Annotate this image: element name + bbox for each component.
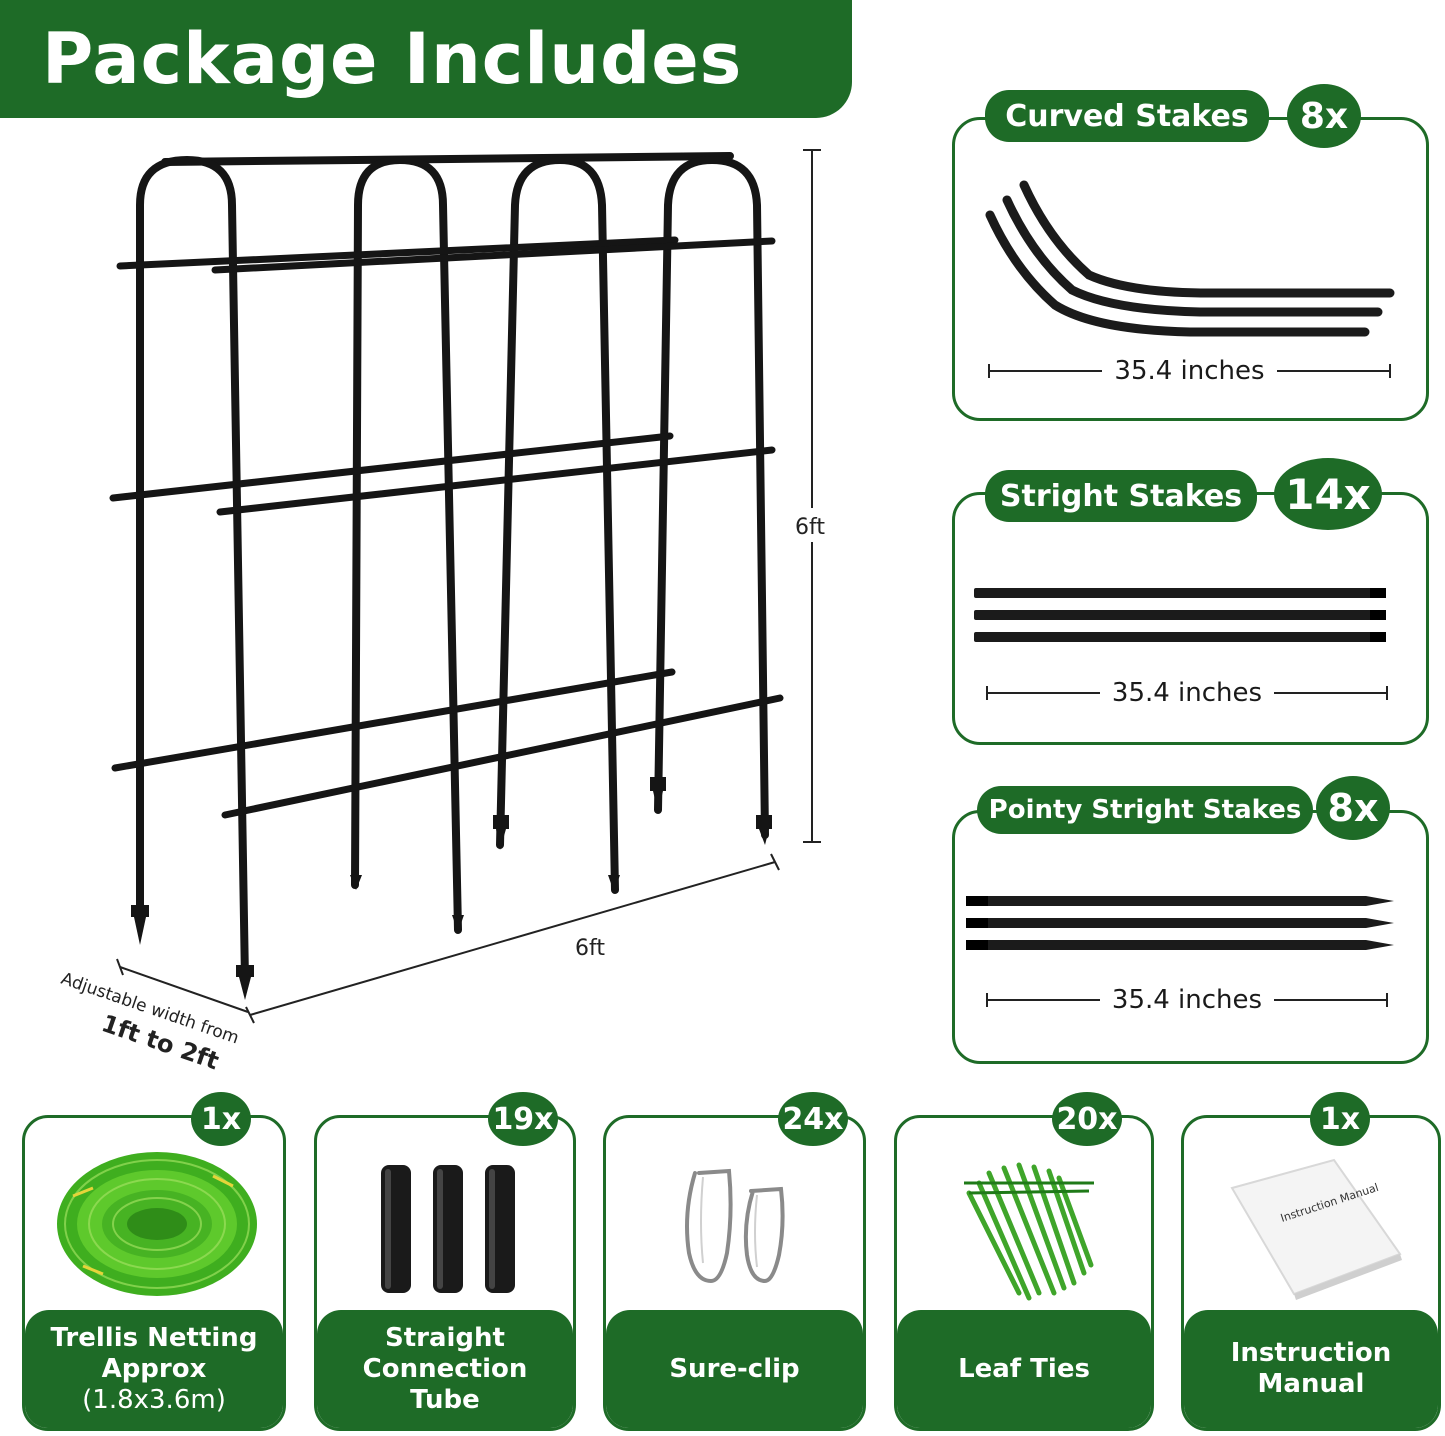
netting-image bbox=[57, 1152, 257, 1296]
length-label: 6ft bbox=[575, 936, 605, 961]
netting-label: Trellis Netting Approx (1.8x3.6m) bbox=[25, 1310, 283, 1428]
manual-image: Instruction Manual bbox=[1230, 1158, 1402, 1300]
instruction-manual-card: Instruction Manual Instruction Manual bbox=[1181, 1115, 1441, 1431]
pointy-stakes-count: 8x bbox=[1316, 776, 1390, 840]
trellis-netting-card: Trellis Netting Approx (1.8x3.6m) bbox=[22, 1115, 286, 1431]
leaf-ties-count: 20x bbox=[1052, 1092, 1122, 1146]
trellis-illustration: 6ft 6ft Adjustable width from 1ft to 2ft bbox=[58, 149, 838, 1075]
manual-label: Instruction Manual bbox=[1184, 1310, 1438, 1428]
title-banner: Package Includes bbox=[0, 0, 852, 118]
pointy-stakes-image bbox=[966, 896, 1394, 950]
tube-count: 19x bbox=[488, 1092, 558, 1146]
leaf-ties-card: Leaf Ties bbox=[894, 1115, 1154, 1431]
straight-stakes-length: 35.4 inches bbox=[1111, 678, 1263, 708]
straight-stakes-count: 14x bbox=[1274, 458, 1382, 530]
leaf-ties-label: Leaf Ties bbox=[897, 1310, 1151, 1428]
pointy-stakes-length: 35.4 inches bbox=[1111, 985, 1263, 1015]
pointy-stakes-title: Pointy Stright Stakes bbox=[977, 786, 1313, 834]
straight-stakes-title: Stright Stakes bbox=[985, 470, 1257, 522]
curved-stakes-measure: 35.4 inches bbox=[988, 356, 1391, 386]
pointy-stakes-card bbox=[952, 810, 1429, 1064]
curved-stakes-title: Curved Stakes bbox=[985, 90, 1269, 142]
clip-label: Sure-clip bbox=[606, 1310, 863, 1428]
page-title: Package Includes bbox=[42, 18, 743, 100]
tube-image bbox=[381, 1165, 515, 1293]
clip-image bbox=[685, 1168, 785, 1284]
straight-stakes-image bbox=[974, 588, 1386, 642]
clip-count: 24x bbox=[778, 1092, 848, 1146]
sure-clip-card: Sure-clip bbox=[603, 1115, 866, 1431]
straight-stakes-measure: 35.4 inches bbox=[986, 678, 1388, 708]
pointy-stakes-measure: 35.4 inches bbox=[986, 985, 1388, 1015]
tube-label: Straight Connection Tube bbox=[317, 1310, 573, 1428]
height-label: 6ft bbox=[795, 515, 825, 540]
leaf-ties-image bbox=[964, 1162, 1094, 1301]
curved-stakes-length: 35.4 inches bbox=[1114, 356, 1265, 386]
connection-tube-card: Straight Connection Tube bbox=[314, 1115, 576, 1431]
netting-count: 1x bbox=[191, 1092, 251, 1146]
manual-count: 1x bbox=[1310, 1092, 1370, 1146]
curved-stakes-image bbox=[985, 180, 1395, 337]
curved-stakes-count: 8x bbox=[1287, 84, 1361, 148]
